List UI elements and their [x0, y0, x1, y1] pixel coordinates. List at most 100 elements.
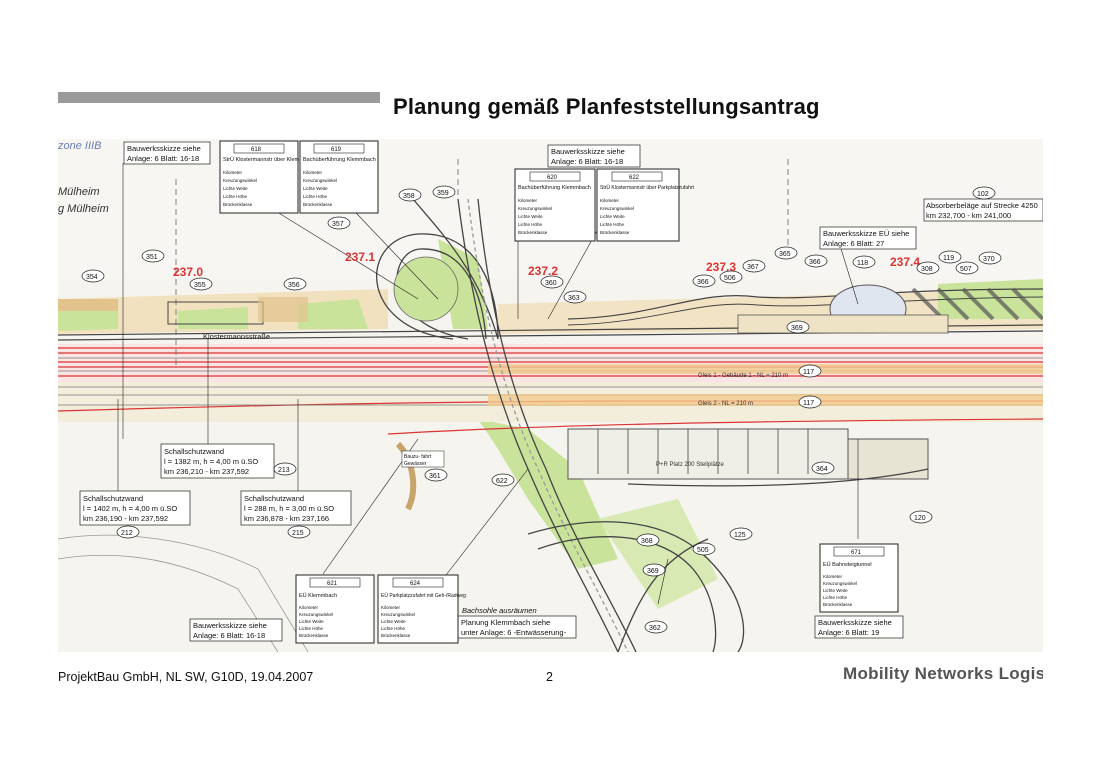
svg-text:357: 357 [332, 221, 344, 228]
svg-text:622: 622 [496, 478, 508, 485]
svg-text:102: 102 [977, 191, 989, 198]
label-215: 215 [287, 525, 311, 539]
box-671-row4: Lichte Höhe [823, 595, 848, 600]
absorber-line2: km 232,700 - km 241,000 [926, 211, 1011, 220]
label-369: 369 [786, 320, 810, 334]
bw-bottom-right-line1: Bauwerksskizze siehe [818, 618, 892, 627]
label-117a: 117 [798, 364, 822, 378]
svg-text:369: 369 [791, 325, 803, 332]
box-618-row2: Kreuzungswinkel [223, 178, 257, 183]
label-118: 118 [852, 255, 876, 269]
box-622-row2: Kreuzungswinkel [600, 206, 634, 211]
box-618-id: 618 [251, 147, 262, 153]
svg-text:370: 370 [983, 256, 995, 263]
box-619-row4: Lichte Höhe [303, 194, 328, 199]
brand-logo-text: Mobility Networks Logistics [843, 664, 1043, 683]
zone-label: zone IIIB [58, 140, 101, 152]
label-308: 308 [916, 261, 940, 275]
svg-text:119: 119 [943, 255, 954, 262]
label-370: 370 [978, 251, 1002, 265]
wall-mid-line1: Schallschutzwand [164, 447, 224, 456]
svg-text:351: 351 [146, 254, 158, 261]
box-622-name: StrÜ Klostermannstr über Parkplatzzufahr… [600, 184, 695, 191]
svg-text:365: 365 [779, 251, 791, 258]
bw-top-mid-line1: Bauwerksskizze siehe [551, 147, 625, 156]
label-356: 356 [283, 277, 307, 291]
box-618-row1: Kilometer [223, 170, 243, 175]
box-622-id: 622 [629, 175, 640, 181]
label-213: 213 [273, 462, 297, 476]
box-618-row5: Brückenklasse [223, 202, 253, 207]
box-621-row3: Lichte Weite [299, 619, 324, 624]
footer-source: ProjektBau GmbH, NL SW, G10D, 19.04.2007 [58, 670, 314, 684]
box-620-row1: Kilometer [518, 198, 538, 203]
bachsohle-line3: unter Anlage: 6 -Entwässerung- [461, 628, 567, 637]
svg-text:213: 213 [278, 467, 290, 474]
box-621-row1: Kilometer [299, 605, 319, 610]
box-671-row5: Brückenklasse [823, 602, 853, 607]
baustr-line1: Bauzu- fahrt [404, 454, 432, 460]
label-366b: 366 [804, 254, 828, 268]
km-mark-237-4: 237.4 [890, 255, 920, 269]
svg-text:364: 364 [816, 466, 828, 473]
svg-text:308: 308 [921, 266, 933, 273]
box-618-name: StrÜ Klostermannstr über Klemmbach [223, 156, 316, 163]
label-355: 355 [189, 277, 213, 291]
svg-text:355: 355 [194, 282, 206, 289]
label-365: 365 [774, 246, 798, 260]
wall-right-line2: l = 288 m, h = 3,00 m ü.SO [244, 504, 334, 513]
svg-text:367: 367 [747, 264, 759, 271]
bw-eu-line1: Bauwerksskizze EÜ siehe [823, 229, 909, 238]
box-621-row4: Lichte Höhe [299, 626, 324, 631]
wall-left-line1: Schallschutzwand [83, 494, 143, 503]
bw-bottom-left-line1: Bauwerksskizze siehe [193, 621, 267, 630]
bachsohle-line1: Bachsohle ausräumen [462, 606, 537, 615]
svg-text:212: 212 [121, 530, 133, 537]
svg-text:117: 117 [803, 369, 814, 376]
svg-text:354: 354 [86, 274, 98, 281]
box-622-row3: Lichte Weite [600, 214, 625, 219]
box-619-row5: Brückenklasse [303, 202, 333, 207]
slide-title: Planung gemäß Planfeststellungsantrag [393, 94, 820, 119]
bw-top-mid-line2: Anlage: 6 Blatt: 16-18 [551, 157, 623, 166]
label-367: 367 [742, 259, 766, 273]
box-621-id: 621 [327, 581, 338, 587]
km-mark-237-2: 237.2 [528, 264, 558, 278]
box-671-row1: Kilometer [823, 574, 843, 579]
label-357: 357 [327, 216, 351, 230]
svg-text:506: 506 [724, 275, 736, 282]
box-619-row1: Kilometer [303, 170, 323, 175]
label-622: 622 [491, 473, 515, 487]
label-366a: 366 [692, 274, 716, 288]
place-name-sub: g Mülheim [58, 203, 109, 215]
street-name: Klostermannsstraße [203, 332, 270, 341]
box-624-row5: Brückenklasse [381, 633, 411, 638]
absorber-line1: Absorberbeläge auf Strecke 4250 [926, 201, 1038, 210]
bw-eu-line2: Anlage: 6 Blatt: 27 [823, 239, 884, 248]
parking-label: P+R Platz 200 Stellplätze [656, 462, 725, 468]
label-505: 505 [692, 542, 716, 556]
box-619-row3: Lichte Weite [303, 186, 328, 191]
label-102: 102 [972, 186, 996, 200]
wall-right-line3: km 236,878 - km 237,166 [244, 514, 329, 523]
box-671-id: 671 [851, 550, 862, 556]
svg-text:125: 125 [734, 532, 746, 539]
box-620-row5: Brückenklasse [518, 230, 548, 235]
svg-text:505: 505 [697, 547, 709, 554]
svg-text:507: 507 [960, 266, 972, 273]
box-624-row1: Kilometer [381, 605, 401, 610]
bw-bottom-right-line2: Anlage: 6 Blatt: 19 [818, 628, 879, 637]
box-621-name: EÜ Klemmbach [299, 592, 337, 599]
track-1-label: Gleis 1 - Gebäude 1 - NL = 210 m [698, 373, 788, 379]
box-671-name: EÜ Bahnsteigtunnel [823, 561, 872, 568]
label-119: 119 [938, 250, 962, 264]
svg-text:362: 362 [649, 625, 661, 632]
baustr-line2: Gewässer [404, 461, 427, 467]
box-624-row3: Lichte Weite [381, 619, 406, 624]
label-368: 368 [636, 533, 660, 547]
label-354: 354 [81, 269, 105, 283]
bw-bottom-left-line2: Anlage: 6 Blatt: 16-18 [193, 631, 265, 640]
svg-text:356: 356 [288, 282, 300, 289]
svg-text:368: 368 [641, 538, 653, 545]
box-624-name: EÜ Parkplatzzufahrt mit Geh-/Radweg [381, 592, 466, 599]
